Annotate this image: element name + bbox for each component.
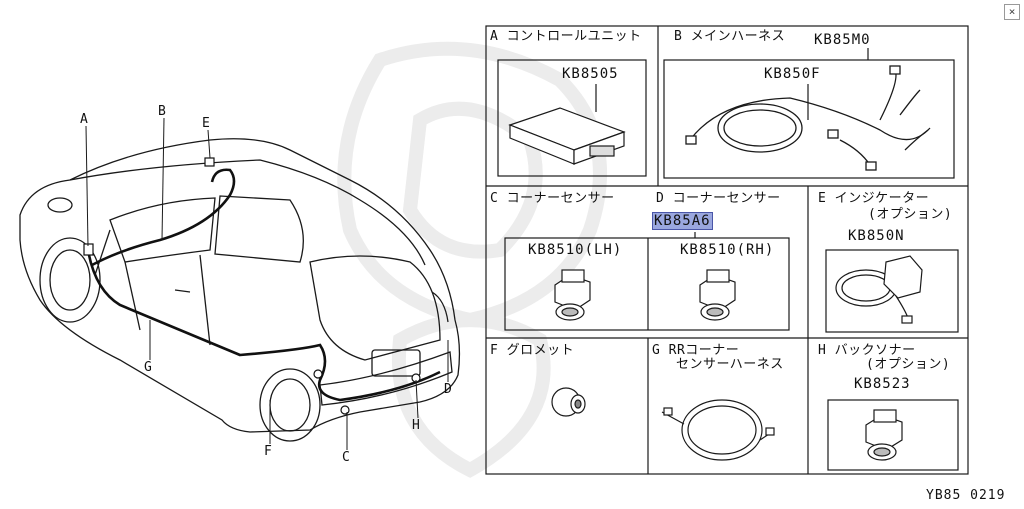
panel-c-title: C コーナーセンサー <box>490 191 615 206</box>
panel-g-subtitle: センサーハーネス <box>676 357 784 372</box>
callout-c: C <box>342 450 350 465</box>
panel-f-title: F グロメット <box>490 343 575 358</box>
panel-b-part-number-inner[interactable]: KB850F <box>764 66 821 82</box>
car-connectors <box>83 157 421 415</box>
car-outline <box>19 138 461 442</box>
panel-grid <box>485 25 969 475</box>
panel-c-part-number-lh[interactable]: KB8510(LH) <box>528 242 623 258</box>
rr-harness-illustration <box>661 399 775 461</box>
callout-e: E <box>202 116 210 131</box>
callout-a: A <box>80 112 88 127</box>
corner-sensor-rh-illustration <box>699 269 736 321</box>
control-unit-illustration <box>508 107 626 165</box>
harness-routing <box>86 168 441 402</box>
panel-h-subtitle: (オプション) <box>866 357 951 372</box>
panel-h-part-number[interactable]: KB8523 <box>854 376 911 392</box>
callout-h: H <box>412 418 420 433</box>
main-harness-illustration <box>685 65 931 171</box>
indicator-illustration <box>835 255 923 324</box>
panel-e-part-number[interactable]: KB850N <box>848 228 905 244</box>
back-sonar-illustration <box>865 409 903 461</box>
diagram-code: YB85 0219 <box>926 488 1006 503</box>
panel-a-title: A コントロールユニット <box>490 29 642 44</box>
callout-leaders <box>85 117 449 450</box>
panel-d-title: D コーナーセンサー <box>656 191 781 206</box>
panel-a-part-number[interactable]: KB8505 <box>562 66 619 82</box>
panel-b-part-number-top[interactable]: KB85M0 <box>814 32 871 48</box>
watermark-emblem <box>337 41 607 478</box>
panel-d-part-number-rh[interactable]: KB8510(RH) <box>680 242 775 258</box>
panel-g-title: G RRコーナー <box>652 343 740 358</box>
panel-e-subtitle: (オプション) <box>868 207 953 222</box>
close-button[interactable]: × <box>1004 4 1020 20</box>
callout-b: B <box>158 104 166 119</box>
panel-e-title: E インジケーター <box>818 191 930 206</box>
grommet-illustration <box>551 387 586 417</box>
panel-b-title: B メインハーネス <box>674 29 786 44</box>
panel-h-title: H バックソナー <box>818 343 916 358</box>
callout-g: G <box>144 360 152 375</box>
callout-f: F <box>264 444 272 459</box>
corner-sensor-lh-illustration <box>554 269 591 321</box>
callout-d: D <box>444 382 452 397</box>
panel-d-part-number-highlighted[interactable]: KB85A6 <box>652 212 713 230</box>
